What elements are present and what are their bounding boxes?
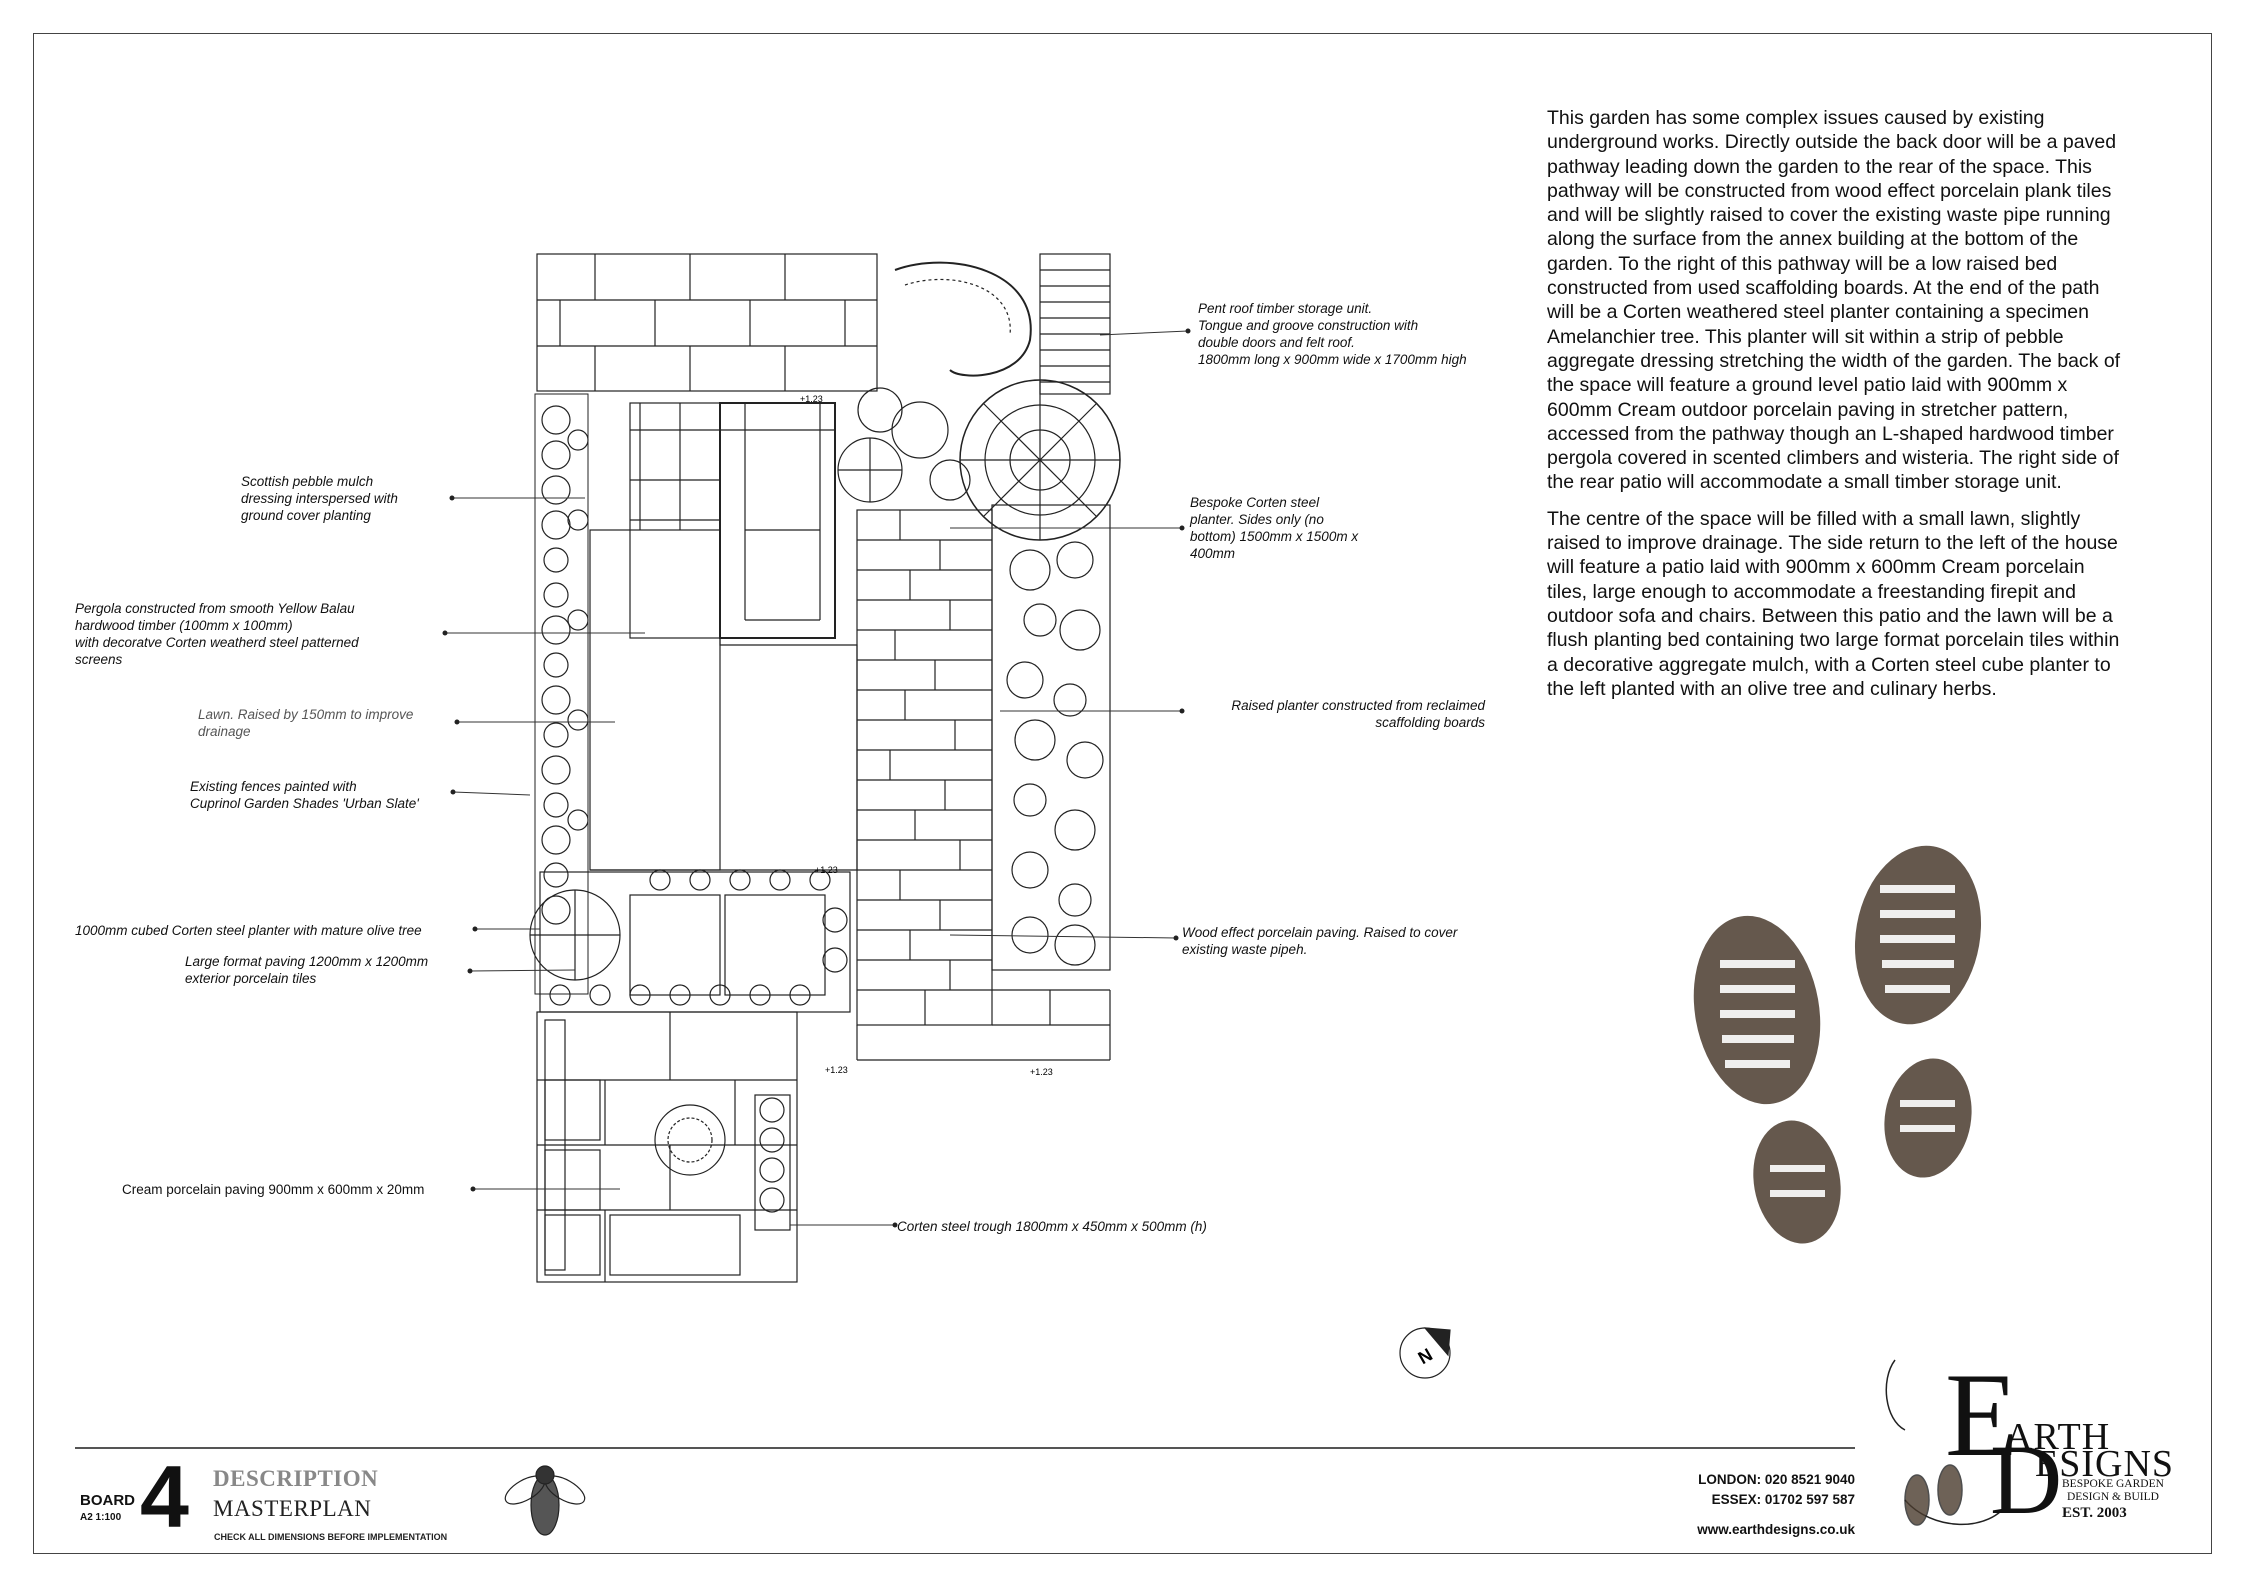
scale-label: A2 1:100 [80, 1512, 122, 1523]
description-value: MASTERPLAN [213, 1496, 372, 1521]
logo-designs-text: ESIGNS [2035, 1443, 2175, 1485]
flush-planting-bed [529, 869, 851, 1013]
amelanchier-tree [959, 379, 1121, 541]
page-frame [33, 33, 2212, 1554]
lawn [589, 529, 721, 871]
annotation-leaders [445, 330, 1189, 1226]
description-paragraph: The centre of the space will be filled w… [1547, 507, 2120, 700]
level-marker: +1.23 [815, 865, 838, 875]
description-paragraph: This garden has some complex issues caus… [1547, 107, 2121, 494]
north-arrow [1399, 1327, 1451, 1379]
logo-ornament [1885, 1359, 2011, 1526]
storage-unit [1039, 253, 1111, 395]
level-marker: +1.23 [1030, 1067, 1053, 1077]
level-marker: +1.23 [825, 1065, 848, 1075]
label-pebble-mulch: Scottish pebble mulch dressing intersper… [241, 474, 398, 523]
essex-phone: ESSEX: 01702 597 587 [1711, 1492, 1855, 1507]
label-olive-planter: 1000mm cubed Corten steel planter with m… [75, 923, 422, 938]
north-label: N [1415, 1344, 1436, 1368]
check-dimensions-note: CHECK ALL DIMENSIONS BEFORE IMPLEMENTATI… [214, 1532, 448, 1542]
level-marker: +1.23 [800, 394, 823, 404]
curved-seat [894, 261, 1032, 377]
side-patio [536, 1011, 798, 1283]
label-corten-trough: Corten steel trough 1800mm x 450mm x 500… [897, 1219, 1207, 1234]
description-title: DESCRIPTION [213, 1466, 379, 1491]
logo-letter-d: D [1990, 1424, 2063, 1535]
pergola [629, 402, 836, 639]
london-phone: LONDON: 020 8521 9040 [1698, 1472, 1855, 1487]
label-raised-planter: Raised planter constructed from reclaime… [1231, 698, 1485, 730]
logo-letter-e: E [1945, 1348, 2019, 1481]
raised-planter [991, 504, 1111, 971]
logo-established: EST. 2003 [2062, 1505, 2127, 1521]
board-label: BOARD [80, 1492, 135, 1509]
label-fences: Existing fences painted with Cuprinol Ga… [190, 779, 419, 811]
footprints-icon [1693, 845, 1982, 1244]
website-link[interactable]: www.earthdesigns.co.uk [1697, 1522, 1855, 1537]
left-border-planting [534, 393, 589, 995]
label-cream-paving: Cream porcelain paving 900mm x 600mm x 2… [122, 1182, 425, 1197]
logo-tagline: BESPOKE GARDEN DESIGN & BUILD [2062, 1478, 2164, 1503]
label-corten-planter: Bespoke Corten steel planter. Sides only… [1190, 495, 1359, 561]
label-pergola: Pergola constructed from smooth Yellow B… [75, 601, 359, 667]
bee-icon [504, 1465, 586, 1536]
label-lawn: Lawn. Raised by 150mm to improve drainag… [198, 707, 414, 739]
label-wood-paving: Wood effect porcelain paving. Raised to … [1182, 925, 1458, 957]
wood-pathway [856, 509, 1111, 1061]
rear-patio-paving [536, 253, 878, 392]
logo-earth-text: ARTH [2005, 1416, 2111, 1458]
label-storage-unit: Pent roof timber storage unit. Tongue an… [1198, 301, 1467, 367]
board-number: 4 [140, 1447, 189, 1546]
design-description: This garden has some complex issues caus… [1547, 106, 2127, 713]
contact-phones: LONDON: 020 8521 9040 ESSEX: 01702 597 5… [1698, 1470, 1855, 1510]
footer-divider [75, 1447, 1855, 1449]
label-large-paving: Large format paving 1200mm x 1200mm exte… [185, 954, 429, 986]
